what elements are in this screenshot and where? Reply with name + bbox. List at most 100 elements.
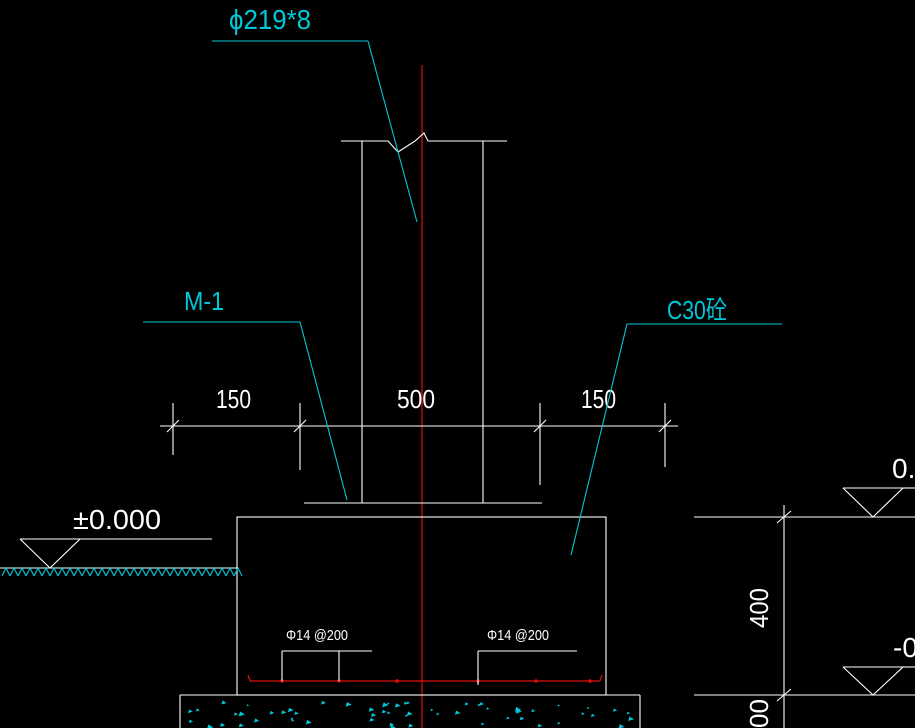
hatch-speckle: [238, 723, 244, 728]
grass-tick: [65, 566, 75, 577]
grass-tick: [217, 566, 227, 577]
grass-tick: [17, 566, 27, 577]
hatch-speckle: [269, 710, 275, 715]
hatch-speckle: [281, 710, 287, 715]
hatch-speckle: [626, 711, 631, 715]
hatch-speckle: [405, 714, 409, 717]
hatch-speckle: [586, 706, 590, 709]
hatch-speckle: [581, 712, 585, 715]
hatch-speckle: [290, 717, 294, 720]
concrete-grade-leader: [570, 323, 782, 556]
hatch-speckle: [389, 722, 395, 727]
hatch-speckle: [305, 719, 312, 725]
elevation-left-label: ±0.000: [73, 504, 161, 535]
hatch-speckle: [406, 711, 413, 716]
hatch-speckle: [506, 716, 511, 720]
hatch-speckle: [321, 700, 327, 705]
hatch-speckle: [188, 719, 194, 724]
hatch-speckle: [287, 707, 294, 713]
concrete-grade-label: C30砼: [667, 295, 727, 325]
grass-tick: [177, 566, 187, 577]
hatch-speckle: [382, 702, 389, 708]
grass-tick: [113, 566, 123, 577]
hatch-speckle: [557, 704, 561, 707]
hatch-speckle: [246, 704, 250, 707]
dim-right-label: 150: [581, 384, 616, 414]
hatch-speckle: [514, 706, 522, 712]
elevation-marker-right-bottom: [842, 666, 915, 696]
hatch-speckle: [370, 712, 377, 718]
grass-tick: [161, 566, 171, 577]
elevation-marker-right-top: [842, 487, 915, 518]
grass-tick: [57, 566, 67, 577]
width-dimension: [160, 403, 678, 485]
pipe-spec-label: ϕ219*8: [229, 4, 311, 35]
hatch-speckle: [369, 717, 375, 722]
grass-tick: [33, 566, 43, 577]
grass-tick: [41, 566, 51, 577]
grass-tick: [225, 566, 235, 577]
elevation-right-top-label: 0.: [892, 453, 915, 484]
hatch-speckle: [390, 725, 397, 728]
hatch-speckle: [253, 718, 260, 723]
hatch-speckle: [479, 701, 485, 706]
hatch-speckle: [537, 723, 543, 728]
elevation-marker-left: [19, 538, 212, 569]
elevation-right-bottom-label: -0: [893, 632, 915, 663]
hatch-speckle: [291, 719, 295, 722]
ground-line-left: [0, 566, 243, 577]
hatch-speckle: [531, 709, 536, 713]
grass-tick: [169, 566, 179, 577]
hatch-speckle: [628, 716, 634, 722]
hatch-speckle: [222, 701, 226, 705]
grass-tick: [145, 566, 155, 577]
hatch-speckle: [387, 711, 391, 715]
bottom-rebar: [247, 674, 603, 683]
hatch-speckle: [515, 708, 522, 714]
embed-plate-leader: [143, 321, 348, 501]
hatch-speckle: [207, 724, 214, 728]
grass-tick: [97, 566, 107, 577]
hatch-speckle: [557, 721, 561, 725]
grass-tick: [193, 566, 203, 577]
grass-tick: [73, 566, 83, 577]
hatch-speckle: [618, 724, 625, 728]
hatch-speckle: [387, 702, 390, 705]
hatch-speckle: [345, 702, 352, 707]
rebar-label-left: Φ14 @200: [286, 627, 348, 644]
dim-center-label: 500: [397, 384, 435, 414]
hatch-speckle: [408, 723, 414, 728]
rebar-leader-left: [281, 650, 372, 681]
hatch-speckle: [368, 707, 375, 712]
steel-pipe-column: [341, 132, 507, 503]
pipe-spec-leader: [212, 40, 418, 223]
hatch-speckle: [481, 722, 485, 726]
dim-height-label: 400: [744, 588, 774, 628]
hatch-speckle: [220, 724, 225, 727]
grass-tick: [153, 566, 163, 577]
grass-tick: [209, 566, 219, 577]
hatch-speckle: [406, 701, 411, 705]
grass-tick: [89, 566, 99, 577]
right-section-outline: [694, 505, 915, 728]
hatch-speckle: [238, 711, 245, 717]
hatch-speckle: [519, 716, 525, 721]
grass-tick: [185, 566, 195, 577]
hatch-speckle: [233, 712, 239, 716]
hatch-speckle: [464, 702, 469, 706]
hatch-speckle: [188, 709, 193, 714]
hatch-speckle: [454, 710, 461, 715]
rebar-leader-right: [477, 650, 577, 685]
embed-plate-label: M-1: [184, 286, 224, 316]
grass-tick: [9, 566, 19, 577]
hatch-speckle: [590, 713, 596, 717]
hatch-speckle: [294, 711, 299, 716]
hatch-speckle: [195, 708, 200, 712]
grass-tick: [49, 566, 59, 577]
dim-left-label: 150: [216, 384, 251, 414]
grass-tick: [1, 566, 11, 577]
grass-tick: [129, 566, 139, 577]
rebar-label-right: Φ14 @200: [487, 627, 549, 644]
grass-tick: [201, 566, 211, 577]
